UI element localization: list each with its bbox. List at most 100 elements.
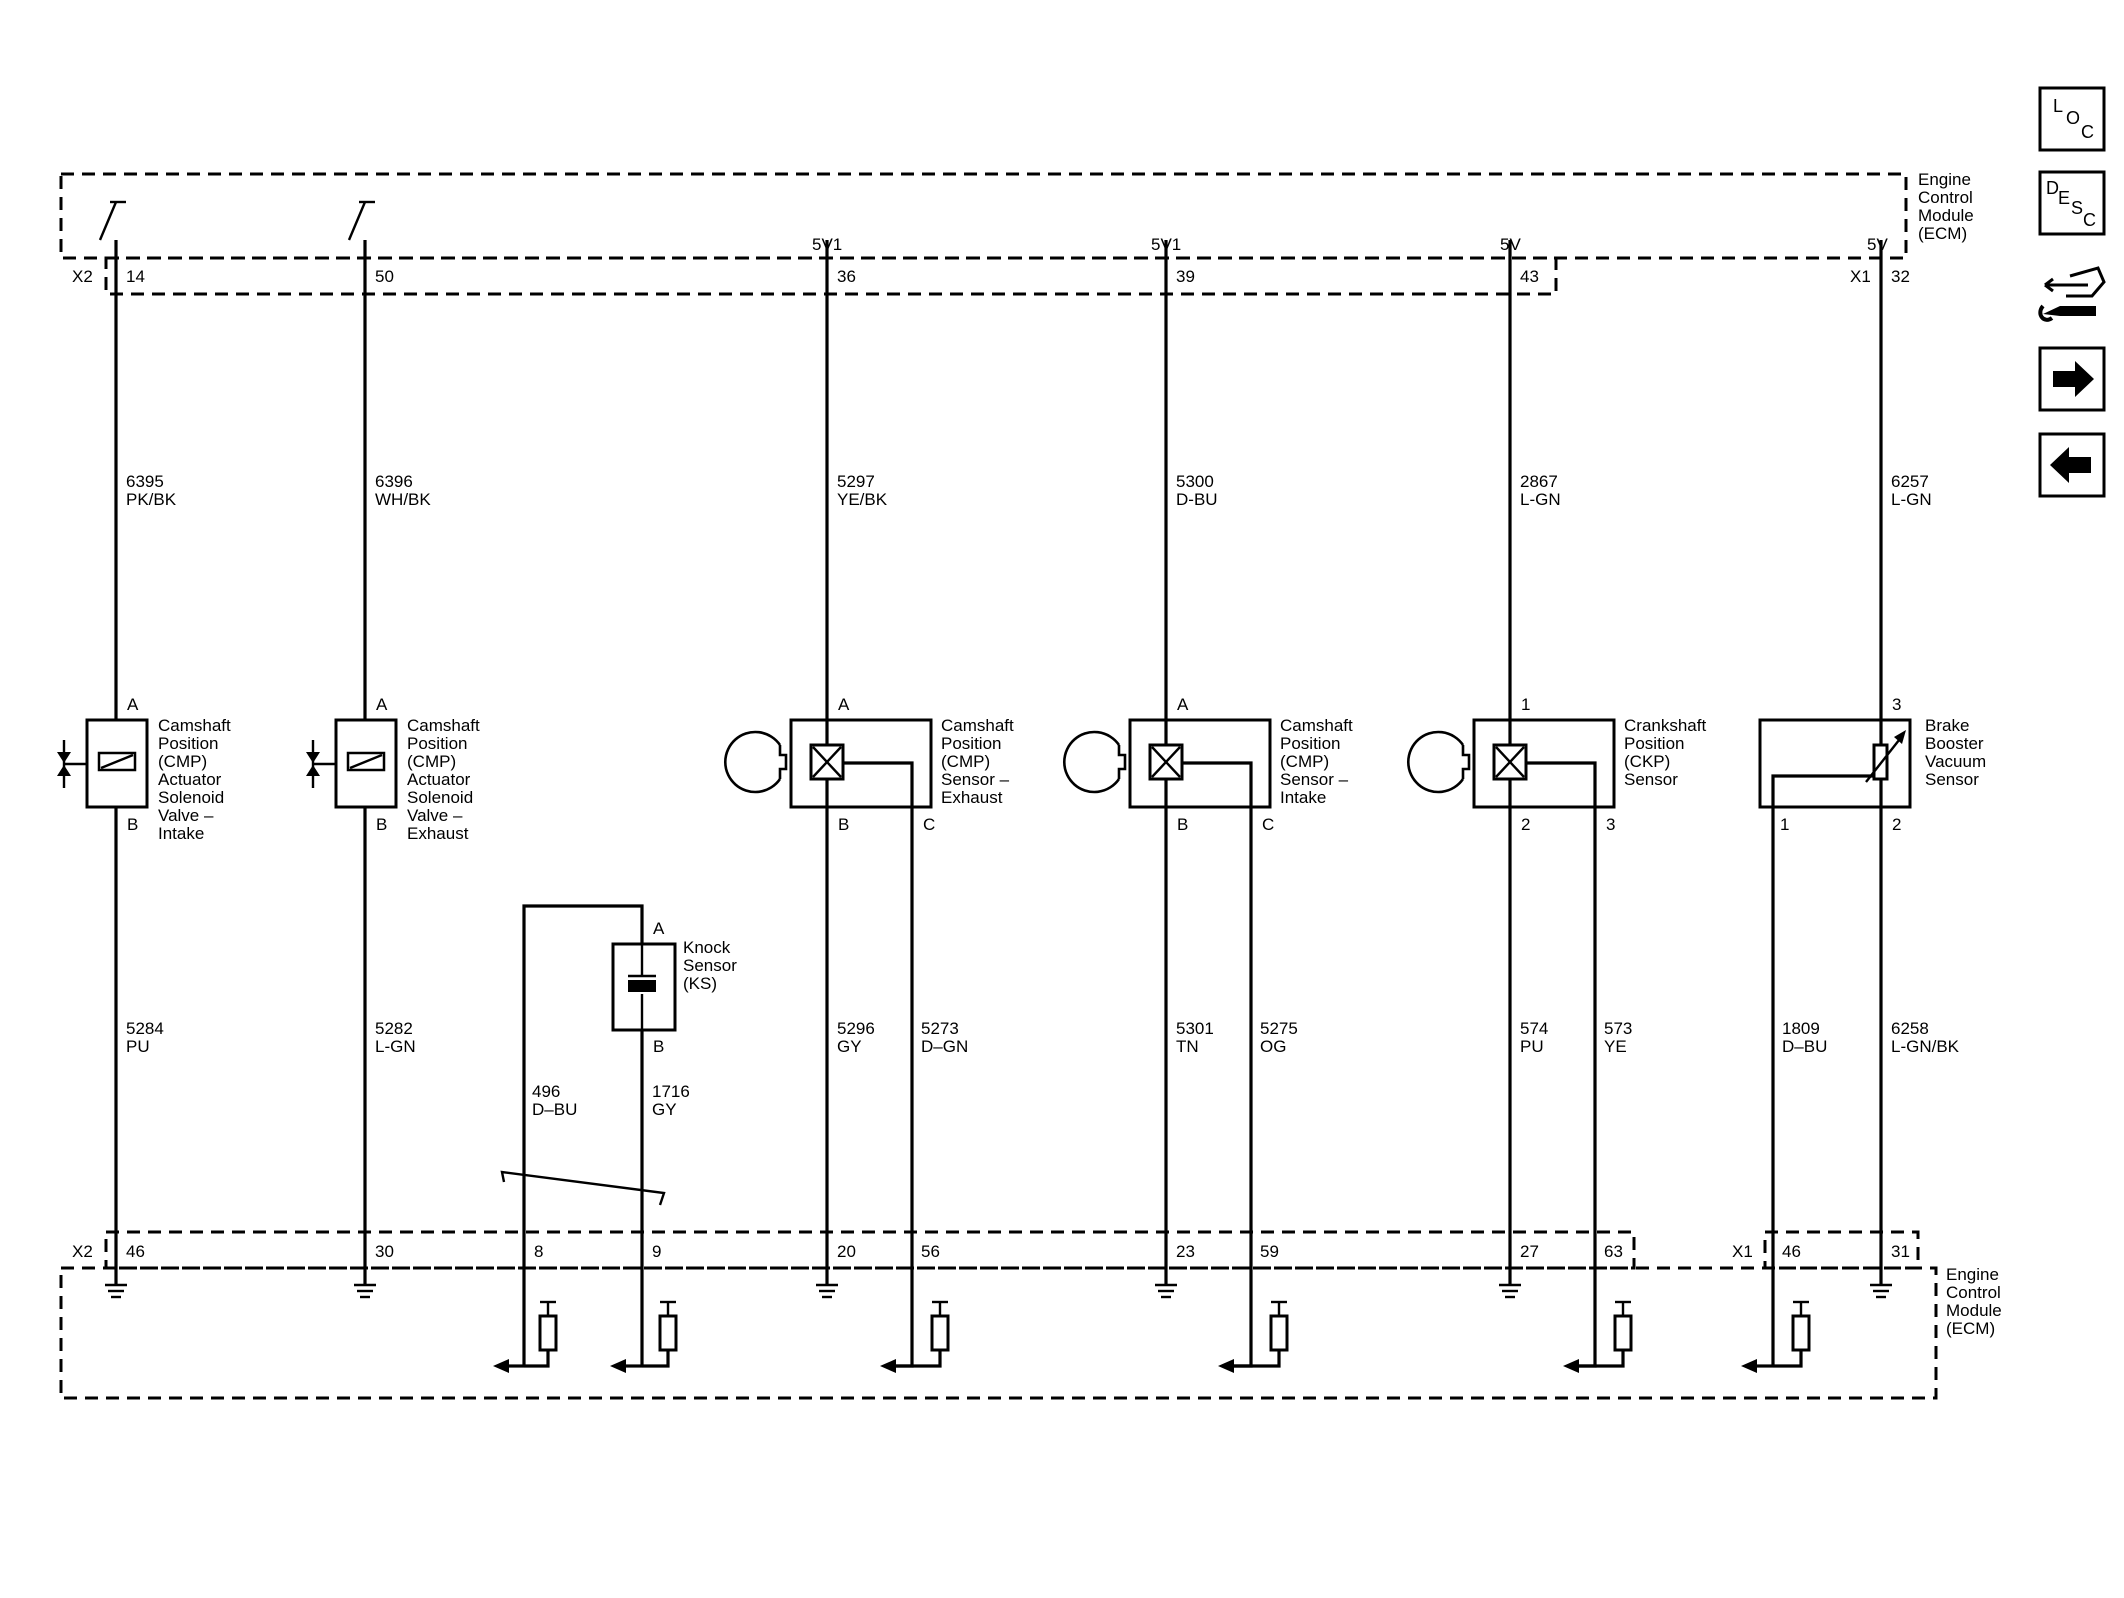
svg-text:574: 574 (1520, 1019, 1548, 1038)
ckp-sensor[interactable] (1406, 718, 1616, 809)
ground-symbol (354, 1283, 376, 1299)
brake-booster-vacuum-sensor[interactable] (1758, 718, 1912, 809)
ground-symbol (105, 1283, 127, 1299)
svg-text:(ECM): (ECM) (1918, 224, 1967, 243)
svg-text:L-GN: L-GN (375, 1037, 416, 1056)
ecm-input-circuit (1563, 1300, 1633, 1373)
svg-text:Sensor: Sensor (1624, 770, 1678, 789)
svg-text:E: E (2058, 188, 2070, 208)
bottom-pin: 23 (1176, 1242, 1195, 1261)
bottom-pin: 30 (375, 1242, 394, 1261)
bottom-pin: 56 (921, 1242, 940, 1261)
description-button[interactable]: D E S C (2038, 170, 2106, 236)
svg-text:B: B (1177, 815, 1188, 834)
svg-text:GY: GY (652, 1100, 677, 1119)
svg-text:5284: 5284 (126, 1019, 164, 1038)
ecm-input-circuit (1218, 1300, 1289, 1373)
x1-bottom-connector-box (1763, 1230, 1920, 1270)
supply-label: 5V (1867, 235, 1888, 254)
bottom-pin: 31 (1891, 1242, 1910, 1261)
bottom-pin: 63 (1604, 1242, 1623, 1261)
svg-text:C: C (2081, 122, 2094, 142)
svg-text:Sensor –: Sensor – (1280, 770, 1349, 789)
svg-text:Knock: Knock (683, 938, 731, 957)
svg-text:D–BU: D–BU (1782, 1037, 1827, 1056)
connector-x1-bottom: X1 (1732, 1242, 1753, 1261)
svg-text:Booster: Booster (1925, 734, 1984, 753)
connector-harness-icon[interactable] (2038, 258, 2106, 328)
svg-text:5301: 5301 (1176, 1019, 1214, 1038)
top-pin: 36 (837, 267, 856, 286)
svg-text:L-GN: L-GN (1891, 490, 1932, 509)
ecm-driver-switch (98, 200, 126, 258)
cmp-sensor-exhaust[interactable] (723, 718, 933, 809)
ecm-bottom-box (59, 1266, 1938, 1400)
svg-text:Sensor: Sensor (1925, 770, 1979, 789)
svg-text:Brake: Brake (1925, 716, 1969, 735)
ground-symbol (1155, 1283, 1177, 1299)
svg-text:YE/BK: YE/BK (837, 490, 888, 509)
label-cmp-sensor-exhaust: Camshaft Position (CMP) Sensor – Exhaust… (838, 695, 1014, 834)
svg-text:Valve –: Valve – (407, 806, 463, 825)
label-cmp-actuator-exhaust: Camshaft Position (CMP) Actuator Solenoi… (376, 695, 480, 843)
ecm-label-top: Engine Control Module (ECM) (1918, 170, 1974, 243)
svg-text:Solenoid: Solenoid (407, 788, 473, 807)
svg-text:C: C (1262, 815, 1274, 834)
svg-text:Sensor –: Sensor – (941, 770, 1010, 789)
svg-text:A: A (1177, 695, 1189, 714)
svg-text:Sensor: Sensor (683, 956, 737, 975)
cmp-actuator-solenoid-exhaust[interactable] (306, 718, 398, 809)
svg-text:(CMP): (CMP) (941, 752, 990, 771)
cmp-sensor-intake[interactable] (1062, 718, 1272, 809)
cmp-actuator-solenoid-intake[interactable] (57, 718, 149, 809)
svg-text:Engine: Engine (1918, 170, 1971, 189)
location-button[interactable]: L O C (2038, 86, 2106, 152)
svg-text:Camshaft: Camshaft (158, 716, 231, 735)
svg-text:1716: 1716 (652, 1082, 690, 1101)
svg-text:Camshaft: Camshaft (1280, 716, 1353, 735)
svg-text:5296: 5296 (837, 1019, 875, 1038)
top-pin: 43 (1520, 267, 1539, 286)
svg-text:6257: 6257 (1891, 472, 1929, 491)
svg-text:6258: 6258 (1891, 1019, 1929, 1038)
svg-text:S: S (2071, 198, 2083, 218)
x2-top-connector-box (104, 256, 1558, 296)
svg-text:5275: 5275 (1260, 1019, 1298, 1038)
svg-text:Exhaust: Exhaust (407, 824, 469, 843)
svg-text:Position: Position (1624, 734, 1684, 753)
ecm-label-bottom: Engine Control Module (ECM) (1946, 1265, 2002, 1338)
ecm-top-box (59, 172, 1908, 260)
connector-x2-top: X2 (72, 267, 93, 286)
svg-text:Module: Module (1918, 206, 1974, 225)
svg-text:(ECM): (ECM) (1946, 1319, 1995, 1338)
knock-sensor[interactable] (611, 942, 677, 1032)
previous-page-button[interactable] (2038, 432, 2106, 498)
svg-text:TN: TN (1176, 1037, 1199, 1056)
svg-text:1: 1 (1521, 695, 1530, 714)
svg-text:1: 1 (1780, 815, 1789, 834)
top-pin: 39 (1176, 267, 1195, 286)
svg-text:Intake: Intake (158, 824, 204, 843)
label-cmp-actuator-intake: Camshaft Position (CMP) Actuator Solenoi… (127, 695, 231, 843)
next-page-button[interactable] (2038, 346, 2106, 412)
svg-text:D-BU: D-BU (1176, 490, 1218, 509)
x2-bottom-connector-box (104, 1230, 1636, 1270)
svg-text:Camshaft: Camshaft (941, 716, 1014, 735)
svg-text:5282: 5282 (375, 1019, 413, 1038)
ecm-input-circuit (493, 1300, 558, 1373)
svg-text:D–GN: D–GN (921, 1037, 968, 1056)
bottom-pin: 8 (534, 1242, 543, 1261)
